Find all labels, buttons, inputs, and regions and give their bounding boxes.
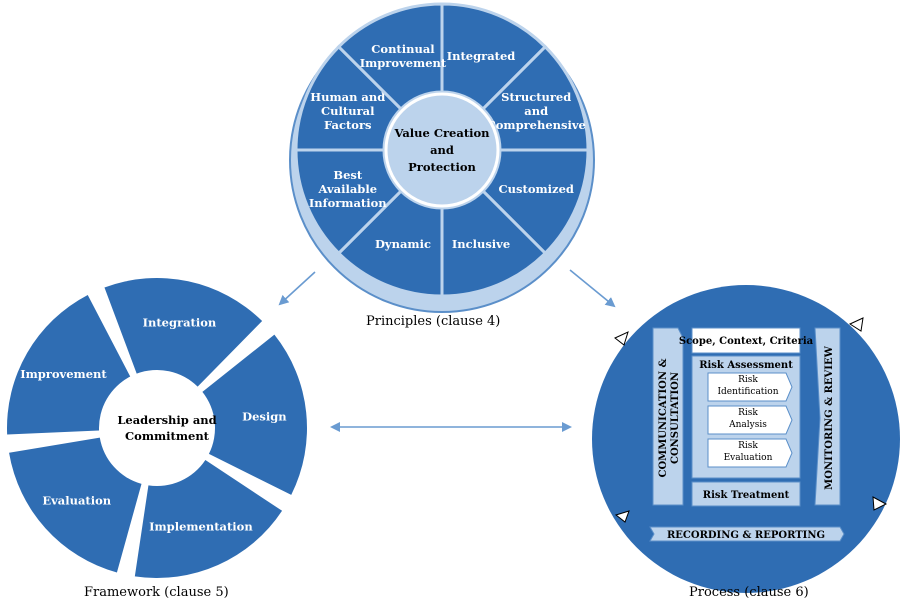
principle-segment-label: Inclusive [452, 237, 510, 251]
cycle-arrow-icon [614, 331, 629, 346]
monitoring-bar [814, 327, 841, 506]
framework-segment-label: Improvement [20, 367, 107, 381]
principle-segment [336, 2, 444, 112]
principle-segment-label: Customized [499, 182, 574, 196]
principle-segment-label: Dynamic [375, 237, 431, 251]
process-circle: COMMUNICATION &CONSULTATION MONITORING &… [592, 285, 900, 593]
assessment-step-box [707, 405, 793, 435]
assessment-step-box [707, 372, 793, 402]
communication-bar [652, 327, 684, 506]
principle-segment-label: Integrated [447, 49, 516, 63]
assessment-step-box [707, 438, 793, 468]
framework-segment-label: Integration [143, 315, 217, 329]
scope-box [691, 327, 801, 354]
principles-to-framework-arrow [278, 271, 316, 306]
recording-bar [649, 526, 845, 542]
principles-hub [384, 92, 500, 208]
framework-segment-label: Evaluation [42, 493, 111, 507]
cycle-arrow-icon [614, 510, 630, 523]
risk-treatment-label: Risk Treatment [703, 490, 790, 501]
principles-to-process-arrow [569, 269, 616, 308]
scope-label: Scope, Context, Criteria [679, 336, 814, 347]
framework-segment [7, 294, 131, 435]
framework-segment-label: Design [242, 410, 287, 424]
monitoring-review-label: MONITORING & REVIEW [824, 345, 835, 489]
risk-assessment-label: Risk Assessment [699, 360, 793, 371]
cycle-arrow-icon [872, 496, 888, 511]
principles-caption: Principles (clause 4) [366, 314, 501, 329]
cycle-arrow-icon [848, 317, 864, 332]
framework-caption: Framework (clause 5) [84, 585, 229, 600]
framework-segment-label: Implementation [149, 520, 253, 534]
framework-segment [9, 437, 142, 573]
process-caption: Process (clause 6) [689, 585, 809, 600]
recording-reporting-label: RECORDING & REPORTING [667, 530, 825, 541]
framework-segment [202, 334, 307, 495]
framework-segment [104, 278, 263, 387]
risk-treatment-box [691, 481, 801, 507]
framework-segment [134, 460, 283, 578]
communication-consultation-label: COMMUNICATION &CONSULTATION [658, 359, 681, 478]
